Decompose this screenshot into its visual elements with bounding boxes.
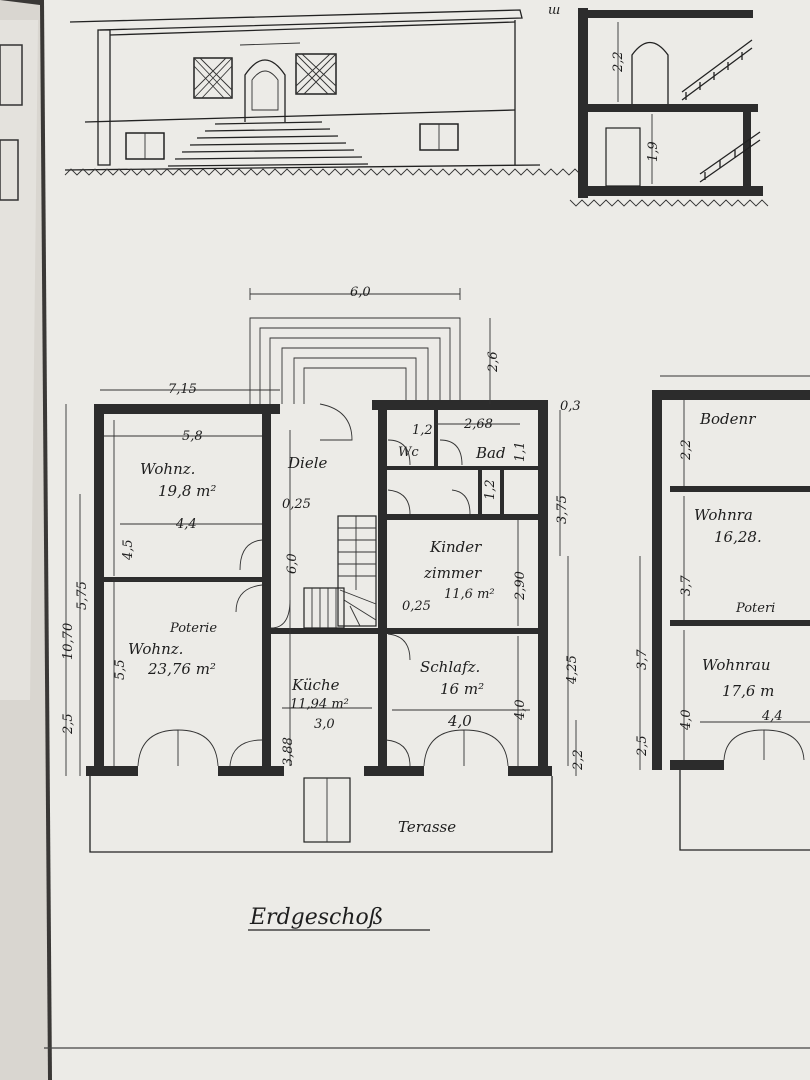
dim-kueche-388: 3,88 bbox=[281, 737, 296, 766]
room-wohnz-1-name: Wohnz. bbox=[140, 460, 195, 478]
room-schlafzimmer-area: 16 m² bbox=[440, 680, 484, 698]
dim-wall-025-a: 0,25 bbox=[282, 497, 311, 512]
building-section: 2,2 1,9 ш bbox=[548, 3, 769, 207]
dim-height-425: 4,25 bbox=[565, 655, 580, 685]
dim-kueche-width: 3,0 bbox=[314, 717, 335, 732]
dim-wohnz-width: 5,8 bbox=[182, 429, 203, 444]
svg-text:ш: ш bbox=[548, 3, 560, 18]
upper-bodenraum: Bodenr bbox=[699, 410, 756, 428]
room-wohnz-2-name: Wohnz. bbox=[128, 640, 183, 658]
upper-wohnraum-2-area: 17,6 m bbox=[722, 682, 774, 700]
upper-dim-44: 4,4 bbox=[761, 709, 783, 724]
upper-wohnraum-1-area: 16,28. bbox=[714, 528, 762, 546]
dim-stair-12: 1,2 bbox=[483, 479, 498, 500]
dim-schlafz-width: 4,0 bbox=[447, 712, 472, 730]
dim-bad-small: 1,1 bbox=[513, 441, 528, 462]
room-diele: Diele bbox=[287, 454, 327, 472]
dim-height-22: 2,2 bbox=[571, 749, 586, 771]
dim-total-height: 10,70 bbox=[61, 623, 76, 660]
room-kinderzimmer-name-1: Kinder bbox=[429, 538, 482, 556]
room-wohnz-1-area: 19,8 m² bbox=[158, 482, 216, 500]
dim-height-575: 5,75 bbox=[75, 581, 90, 610]
dim-height-45: 4,5 bbox=[121, 539, 136, 561]
dim-left-width: 7,15 bbox=[168, 382, 197, 397]
dim-wall-025-b: 0,25 bbox=[402, 599, 431, 614]
upper-dim-37a: 3,7 bbox=[679, 575, 694, 596]
dim-height-55: 5,5 bbox=[113, 659, 128, 680]
room-wohnz-2-area: 23,76 m² bbox=[147, 660, 216, 678]
room-terasse: Terasse bbox=[398, 818, 456, 836]
upper-dim-22: 2,2 bbox=[679, 439, 694, 461]
upper-dim-25: 2,5 bbox=[635, 735, 650, 757]
upper-dim-37b: 3,7 bbox=[635, 649, 650, 670]
dim-height-290: 2,90 bbox=[513, 571, 528, 601]
upper-floor-plan-partial: Bodenr Wohnra 16,28. Poteri Wohnrau 17,6… bbox=[635, 375, 810, 851]
upper-wohnraum-1-name: Wohnra bbox=[694, 506, 753, 524]
room-kueche-name: Küche bbox=[291, 676, 340, 694]
dim-height-40-right: 4,0 bbox=[513, 699, 528, 721]
entrance-steps bbox=[167, 121, 369, 167]
dim-wc-width: 1,2 bbox=[412, 423, 433, 438]
dim-top-width: 6,0 bbox=[350, 285, 371, 300]
plan-title: Erdgeschoß bbox=[249, 905, 383, 930]
ground-floor-plan: Wohnz. 19,8 m² Diele Wc Bad Kinder zimme… bbox=[61, 285, 586, 931]
dim-wohnz-inner: 4,4 bbox=[175, 517, 197, 532]
upper-poterie: Poteri bbox=[735, 601, 775, 616]
room-kinderzimmer-name-2: zimmer bbox=[423, 564, 482, 582]
section-height-22: 2,2 bbox=[611, 51, 626, 73]
staircase bbox=[303, 515, 377, 629]
dim-entry-depth: 2,6 bbox=[486, 351, 501, 373]
room-kinderzimmer-area: 11,6 m² bbox=[444, 587, 495, 602]
dim-bad-width: 2,68 bbox=[463, 417, 493, 432]
dim-top-right: 0,3 bbox=[560, 399, 581, 414]
upper-wohnraum-2-name: Wohnrau bbox=[702, 656, 771, 674]
room-bad: Bad bbox=[475, 444, 506, 462]
upper-dim-40: 4,0 bbox=[679, 709, 694, 731]
dim-height-375: 3,75 bbox=[555, 495, 570, 524]
room-kueche-area: 11,94 m² bbox=[290, 697, 349, 712]
front-elevation bbox=[64, 9, 582, 176]
dimension-lines bbox=[65, 288, 577, 776]
room-wc: Wc bbox=[398, 445, 419, 460]
room-schlafzimmer-name: Schlafz. bbox=[420, 658, 480, 676]
room-poterie: Poterie bbox=[169, 621, 217, 636]
section-height-19: 1,9 bbox=[646, 141, 661, 162]
dim-diele-height: 6,0 bbox=[285, 553, 300, 574]
dim-height-25-left: 2,5 bbox=[61, 713, 76, 735]
